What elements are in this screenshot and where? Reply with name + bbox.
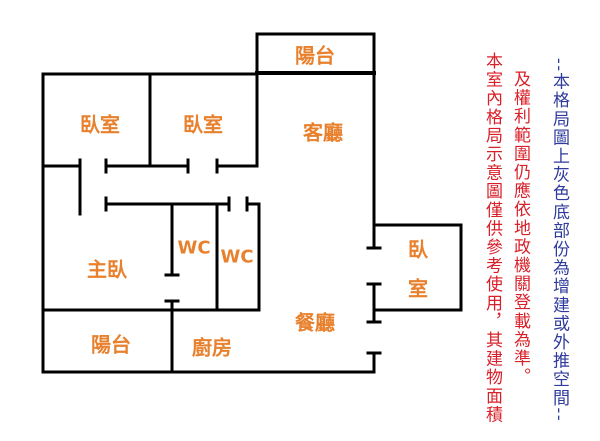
- kitchen-wall: [164, 299, 180, 374]
- disclaimer-note: 及權利範圍仍應依地政機關登載為準。: [510, 70, 530, 387]
- room-label-kitchen: 廚房: [192, 335, 232, 360]
- room-label-wc: WC: [220, 246, 254, 268]
- room-label-balcony: 陽台: [295, 43, 335, 68]
- room-label-balcony: 陽台: [91, 332, 131, 357]
- room-label-dining-room: 餐廳: [295, 310, 335, 335]
- room-label-wc: WC: [177, 237, 211, 259]
- side-bedroom-wall: [372, 223, 463, 312]
- extension-note: --本格局圖上灰色底部份為增建或外推空間--: [549, 58, 569, 423]
- right-wall-seg: [366, 223, 382, 374]
- top-balcony-wall: [255, 32, 376, 227]
- room-label-bedroom: 臥室: [80, 112, 120, 137]
- corridor-bottom-wall: [104, 196, 261, 312]
- room-label-living-room: 客廳: [303, 120, 343, 145]
- room-label-bedroom: 臥室: [183, 112, 223, 137]
- room-label-master-bedroom: 主臥: [87, 257, 127, 282]
- wc-dividers: [164, 202, 219, 312]
- room-label-side-bedroom: 臥: [408, 237, 428, 262]
- room-label-side-bedroom: 室: [408, 276, 428, 301]
- disclaimer-note: 本室內格局示意圖僅供參考使用，其建物面積: [482, 52, 502, 424]
